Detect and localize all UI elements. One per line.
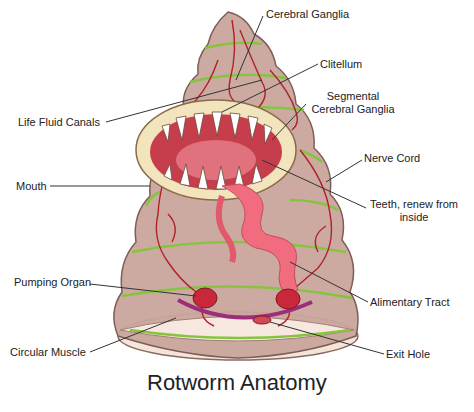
part-label: Teeth, renew from inside — [368, 198, 460, 224]
teeth — [164, 164, 172, 180]
teeth — [162, 112, 272, 189]
leader-lines — [326, 160, 362, 182]
green-segment-rings — [122, 286, 352, 298]
teeth — [194, 113, 204, 138]
teeth — [198, 166, 208, 189]
leader-lines — [262, 160, 366, 208]
mouth — [136, 100, 296, 200]
green-segment-rings — [290, 200, 338, 210]
part-label: Mouth — [16, 180, 66, 193]
part-label: Exit Hole — [386, 348, 456, 361]
leader-lines — [50, 186, 150, 187]
teeth — [176, 116, 186, 140]
leader-lines — [90, 318, 176, 352]
teeth — [180, 164, 190, 186]
pumping-organs — [193, 288, 217, 308]
green-segment-rings — [130, 330, 350, 338]
leader-lines — [272, 104, 306, 140]
part-label: Cerebral Ganglia — [266, 8, 366, 21]
green-segment-rings — [300, 150, 322, 162]
part-label: Clitellum — [320, 58, 400, 71]
life-fluid-canals — [315, 226, 326, 252]
leader-lines — [106, 80, 262, 122]
green-segment-rings — [146, 192, 160, 206]
green-segment-rings — [132, 242, 346, 252]
teeth — [212, 112, 222, 136]
part-label: Circular Muscle — [10, 346, 100, 359]
green-segment-rings — [205, 43, 262, 48]
pumping-organs — [178, 288, 312, 324]
part-label: Pumping Organ — [14, 276, 104, 289]
worm-body — [120, 316, 354, 341]
life-fluid-canals — [168, 214, 175, 242]
teeth — [162, 124, 170, 142]
life-fluid-canals — [229, 20, 240, 104]
pumping-organs — [253, 316, 271, 324]
diagram-title: Rotworm Anatomy — [147, 370, 327, 396]
part-label: Life Fluid Canals — [18, 116, 118, 129]
teeth — [248, 116, 258, 140]
teeth — [230, 113, 240, 138]
part-label: Nerve Cord — [364, 152, 444, 165]
leader-lines — [90, 284, 196, 296]
alimentary-tract — [222, 184, 298, 296]
leader-lines — [236, 16, 263, 80]
life-fluid-canals — [290, 150, 332, 292]
part-label: Segmental Cerebral Ganglia — [308, 90, 398, 116]
mouth — [136, 100, 296, 200]
alimentary-tract — [219, 196, 233, 262]
leader-lines — [290, 262, 368, 302]
teeth — [252, 164, 262, 184]
teeth — [264, 124, 272, 144]
part-label: Alimentary Tract — [370, 296, 470, 309]
leader-lines — [222, 64, 318, 112]
alimentary-tract — [219, 184, 298, 296]
pumping-organs — [276, 289, 300, 309]
leader-lines — [270, 322, 384, 354]
